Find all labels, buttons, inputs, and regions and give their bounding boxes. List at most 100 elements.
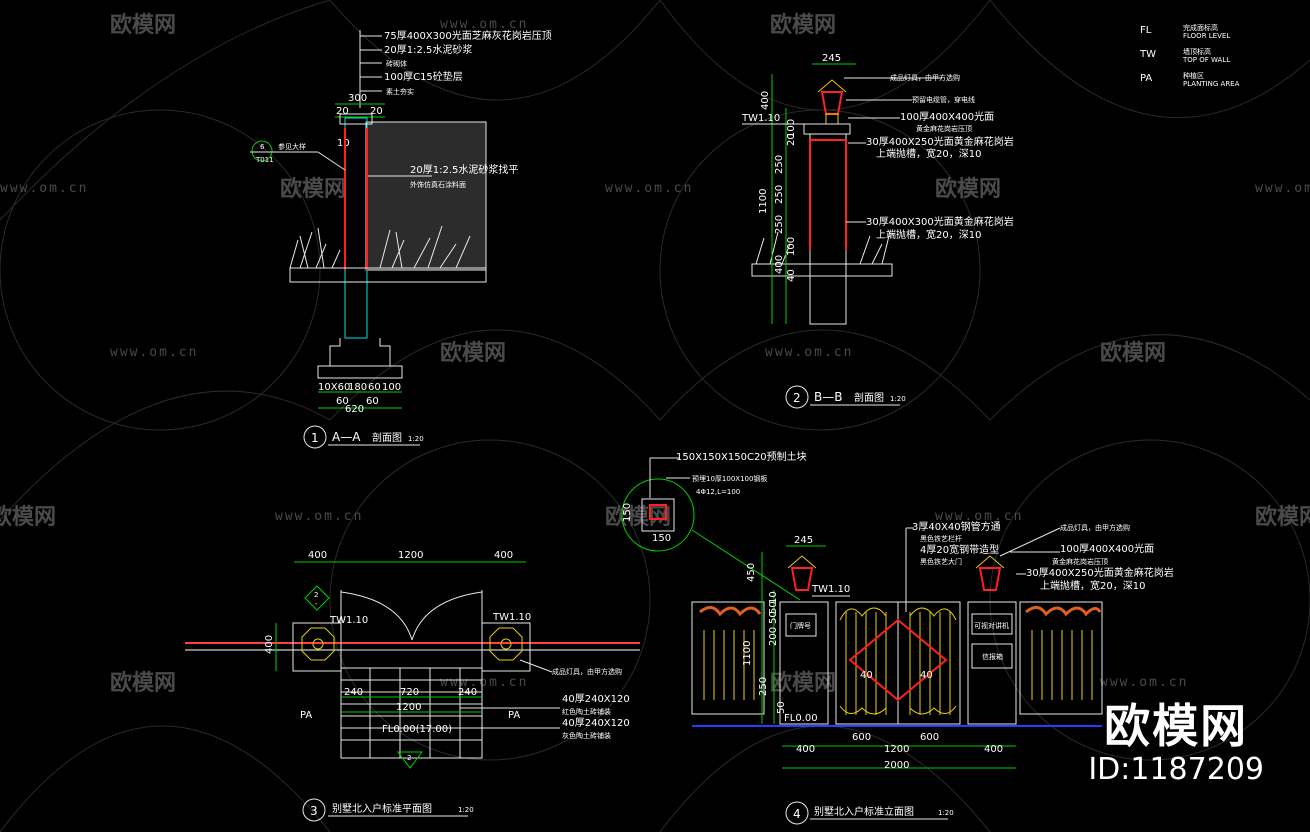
- elev-dim-250: 250: [758, 677, 769, 696]
- elev-dim-1100: 1100: [742, 641, 753, 666]
- plan-dim-400l: 400: [264, 635, 275, 654]
- elev-number: 4: [793, 807, 801, 821]
- aa-dim-60b: 60: [366, 396, 379, 407]
- aa-number: 1: [311, 431, 319, 445]
- aa-note-5: 素土夯实: [386, 87, 414, 96]
- elev-note-4: 黑色铁艺大门: [920, 557, 962, 566]
- bb-tw: TW1.10: [741, 113, 780, 124]
- aa-dim-b3: 60: [368, 382, 381, 393]
- watermark-brand: 欧模网: [935, 176, 1001, 202]
- elev-dim-600b: 600: [920, 732, 939, 743]
- bb-note-4: 黄金麻花岗岩压顶: [916, 124, 972, 133]
- plan-dim-720: 720: [400, 687, 419, 698]
- plan-pa-right: PA: [508, 710, 520, 721]
- aa-dim-300: 300: [348, 93, 367, 104]
- watermark-url: www.om.cn: [605, 181, 693, 196]
- bb-note-7: 30厚400X300光面黄金麻花岗岩: [866, 215, 1014, 228]
- legend-code-fl: FL: [1140, 25, 1152, 36]
- aa-tag-num: 6: [260, 143, 265, 151]
- bb-dim-1100: 1100: [758, 189, 769, 214]
- watermark-url: www.om.cn: [935, 509, 1023, 524]
- watermarks: 欧模网 欧模网 www.om.cn www.om.cn 欧模网 www.om.c…: [0, 12, 1310, 696]
- elev-note-2: 黑色铁艺栏杆: [920, 534, 962, 543]
- aa-dim-20b: 20: [370, 106, 383, 117]
- soil-hatch: [365, 121, 487, 271]
- legend-cn-pa: 种植区: [1183, 71, 1204, 80]
- watermark-url: www.om.cn: [1255, 181, 1310, 196]
- legend-cn-tw: 墙顶标高: [1183, 47, 1211, 56]
- aa-dim-b2: 180: [348, 382, 367, 393]
- aa-dim-620: 620: [345, 404, 364, 415]
- elev-pier-right: [967, 601, 1017, 725]
- bb-note-8: 上端抛槽，宽20，深10: [876, 228, 981, 241]
- elev-note-8: 30厚400X250光面黄金麻花岗岩: [1026, 566, 1174, 579]
- watermark-url: www.om.cn: [440, 17, 528, 32]
- elev-note-1: 3厚40X40钢管方通: [912, 520, 1001, 533]
- bb-dim-250c: 250: [774, 185, 785, 204]
- watermark-brand: 欧模网: [1255, 504, 1310, 530]
- elev-note-5: 成品灯具，由甲方选购: [1060, 523, 1130, 532]
- watermark-brand: 欧模网: [440, 340, 506, 366]
- plan-detail-w: 150: [652, 533, 671, 544]
- legend-en-tw: TOP OF WALL: [1182, 56, 1230, 64]
- plan-note-5: 灰色陶土砖铺装: [562, 731, 611, 740]
- bb-dim-40: 40: [786, 269, 797, 282]
- elev-dim-600a: 600: [852, 732, 871, 743]
- elevation: 245 门牌号 可视对讲机 信报箱 FL0.00 TW1.10: [691, 520, 1174, 825]
- aa-tag-ref: T011: [255, 156, 274, 164]
- plan-detail-top: 150X150X150C20预制土块: [676, 450, 807, 463]
- elev-sign-house-no: 门牌号: [790, 621, 811, 630]
- legend-code-tw: TW: [1139, 49, 1156, 60]
- brand-id: ID:1187209: [1088, 752, 1264, 787]
- bb-dim-100: 100: [786, 119, 797, 138]
- bb-note-2: 预留电缆管，穿电线: [912, 95, 975, 104]
- elev-scale: 1:20: [938, 809, 954, 817]
- watermark-url: www.om.cn: [110, 345, 198, 360]
- plan-title-cn: 别墅北入户标准平面图: [332, 802, 432, 815]
- plan-detail-mid: 预埋10厚100X100钢板: [692, 474, 767, 483]
- bb-dim-245: 245: [822, 53, 841, 64]
- grass-left: [289, 227, 341, 269]
- elev-title-cn: 别墅北入户标准立面图: [814, 805, 914, 818]
- bb-dim-400b: 400: [774, 255, 785, 274]
- watermark-brand: 欧模网: [110, 670, 176, 696]
- elev-tw: TW1.10: [811, 584, 850, 595]
- plan-pa-left: PA: [300, 710, 312, 721]
- section-aa: 75厚400X300光面芝麻灰花岗岩压顶 20厚1:2.5水泥砂浆 砖砌体 10…: [250, 29, 552, 449]
- watermark-brand: 欧模网: [280, 176, 346, 202]
- plan-fl: FL0.00(17.00): [382, 724, 452, 735]
- plan-dim-240a: 240: [344, 687, 363, 698]
- aa-dim-b1: 10X60: [318, 382, 350, 393]
- bb-note-1: 成品灯具，由甲方选购: [890, 73, 960, 82]
- legend: FL 完成面标高 FLOOR LEVEL TW 墙顶标高 TOP OF WALL…: [1139, 23, 1240, 88]
- elev-dim-1200: 1200: [884, 744, 909, 755]
- plan-tag-ref: -: [315, 600, 318, 608]
- elev-dim-40a: 40: [860, 670, 873, 681]
- plan-dim-1200b: 1200: [396, 702, 421, 713]
- plan-tag-num: 2: [314, 591, 318, 599]
- bb-dim-400a: 400: [760, 91, 771, 110]
- grass-right: [379, 225, 471, 269]
- elev-dim-40b: 40: [920, 670, 933, 681]
- elev-fl: FL0.00: [784, 713, 818, 724]
- elev-dim-245: 245: [794, 535, 813, 546]
- bb-lamp-cap: [817, 79, 847, 93]
- aa-title-cn: 剖面图: [372, 431, 402, 444]
- plan-pier-left: [292, 622, 342, 672]
- elev-sign-mailbox: 信报箱: [982, 652, 1003, 661]
- bb-note-6: 上端抛槽，宽20，深10: [876, 147, 981, 160]
- bb-dim-250a: 250: [774, 155, 785, 174]
- aa-side-note-2: 外饰仿真石涂料面: [410, 180, 466, 189]
- elev-dim-50c: 50: [776, 701, 787, 714]
- elev-pier-left: [779, 601, 829, 725]
- aa-note-1: 75厚400X300光面芝麻灰花岗岩压顶: [384, 29, 552, 42]
- plan-dim-1200: 1200: [398, 550, 423, 561]
- aa-tag-label: 参见大样: [278, 142, 306, 151]
- brand-stamp: 欧模网 ID:1187209: [1088, 700, 1264, 788]
- watermark-brand: 欧模网: [110, 12, 176, 38]
- elev-dim-2000: 2000: [884, 760, 909, 771]
- elev-dim-450: 450: [746, 563, 757, 582]
- watermark-url: www.om.cn: [1100, 675, 1188, 690]
- aa-side-note-1: 20厚1:2.5水泥砂浆找平: [410, 163, 518, 176]
- bb-title-cn: 剖面图: [854, 391, 884, 404]
